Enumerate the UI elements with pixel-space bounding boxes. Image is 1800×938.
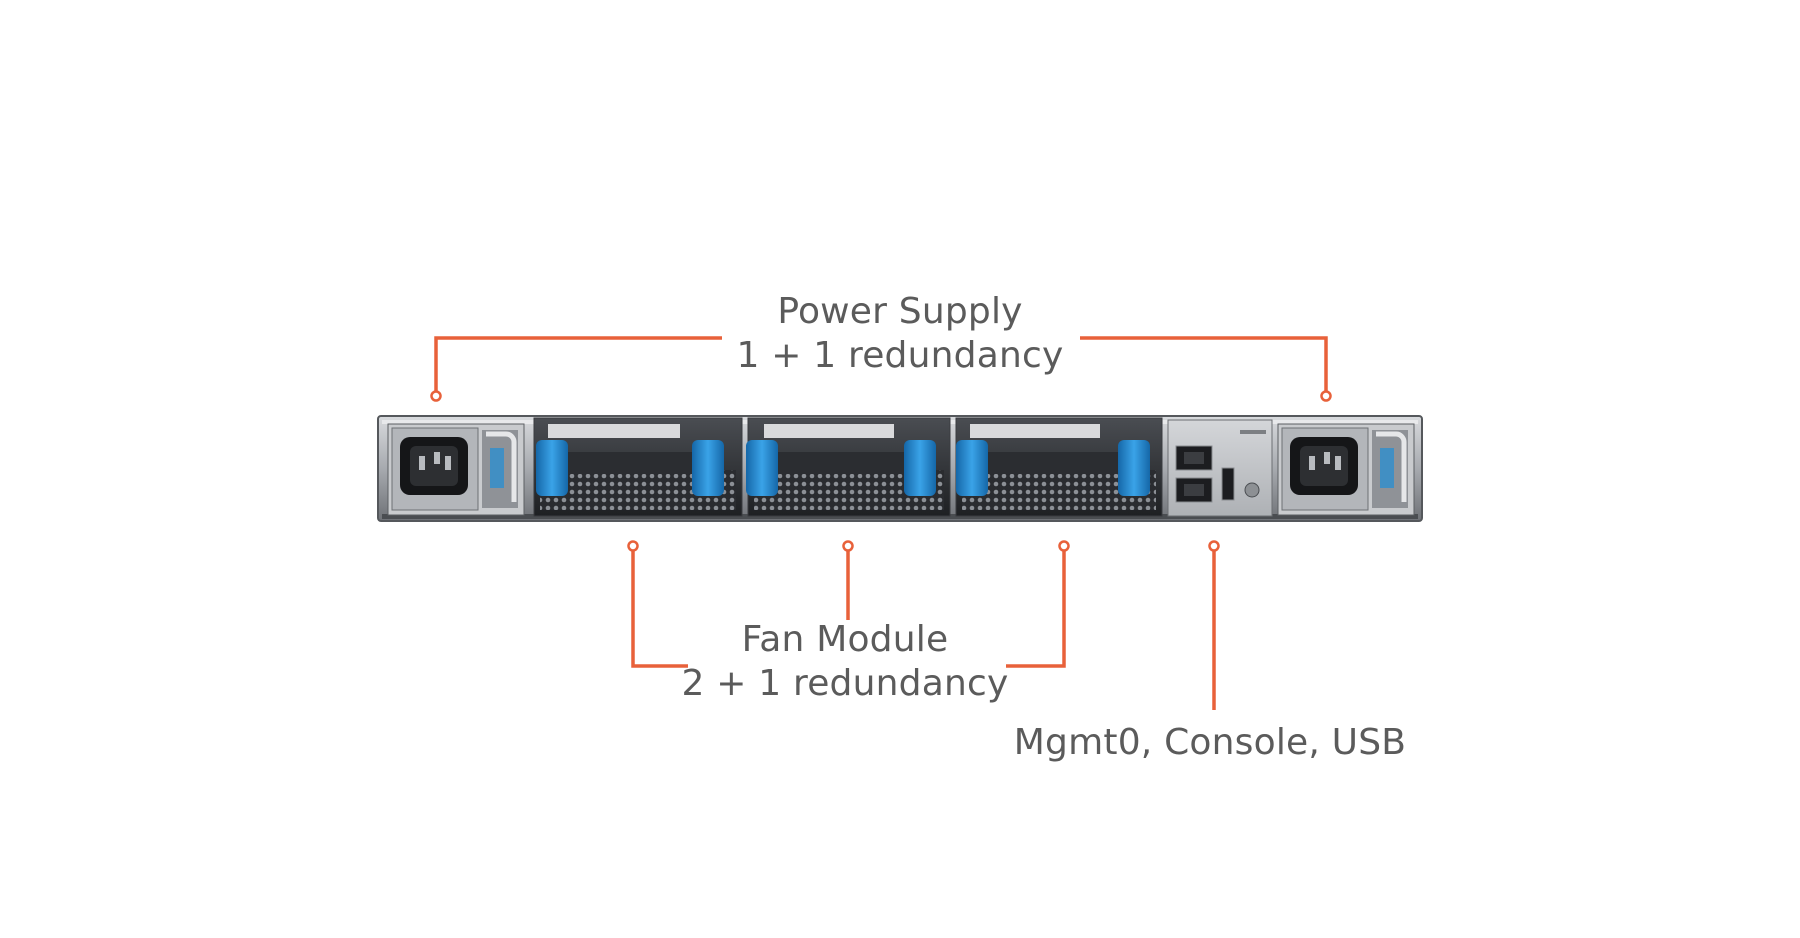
callout-dot bbox=[842, 540, 854, 552]
fan-module-2 bbox=[746, 417, 951, 517]
callout-dots bbox=[430, 390, 1332, 552]
power-supply-callout: Power Supply 1 + 1 redundancy bbox=[700, 290, 1100, 378]
power-supply-left bbox=[387, 423, 525, 516]
fan-handle-icon bbox=[536, 440, 568, 496]
fan-handle-icon bbox=[692, 440, 724, 496]
callout-dot bbox=[1320, 390, 1332, 402]
fan-module-callout: Fan Module 2 + 1 redundancy bbox=[645, 618, 1045, 706]
fan-handle-icon bbox=[904, 440, 936, 496]
callout-lines bbox=[434, 336, 1328, 710]
power-supply-right bbox=[1277, 423, 1415, 516]
fan-module-1 bbox=[533, 417, 743, 517]
fan-module-redundancy: 2 + 1 redundancy bbox=[681, 663, 1009, 704]
reset-button-icon bbox=[1244, 482, 1260, 498]
callout-dot bbox=[627, 540, 639, 552]
mgmt-callout: Mgmt0, Console, USB bbox=[990, 721, 1430, 765]
fan-module-title: Fan Module bbox=[741, 619, 949, 660]
callout-line-fan-right bbox=[1006, 548, 1066, 668]
usb-port-icon bbox=[1221, 467, 1235, 501]
callout-line-fan-left bbox=[631, 548, 688, 668]
callout-dot bbox=[430, 390, 442, 402]
management-panel bbox=[1167, 419, 1273, 517]
callout-line-psu-left bbox=[434, 336, 722, 394]
callout-dot bbox=[1058, 540, 1070, 552]
fan-handle-icon bbox=[1118, 440, 1150, 496]
fan-handle-icon bbox=[956, 440, 988, 496]
callout-dot bbox=[1208, 540, 1220, 552]
callout-line-psu-right bbox=[1080, 336, 1328, 394]
fan-handle-icon bbox=[746, 440, 778, 496]
power-supply-redundancy: 1 + 1 redundancy bbox=[736, 335, 1064, 376]
mgmt-ports-label: Mgmt0, Console, USB bbox=[1013, 722, 1407, 763]
fan-module-3 bbox=[955, 417, 1163, 517]
power-supply-title: Power Supply bbox=[777, 291, 1023, 332]
